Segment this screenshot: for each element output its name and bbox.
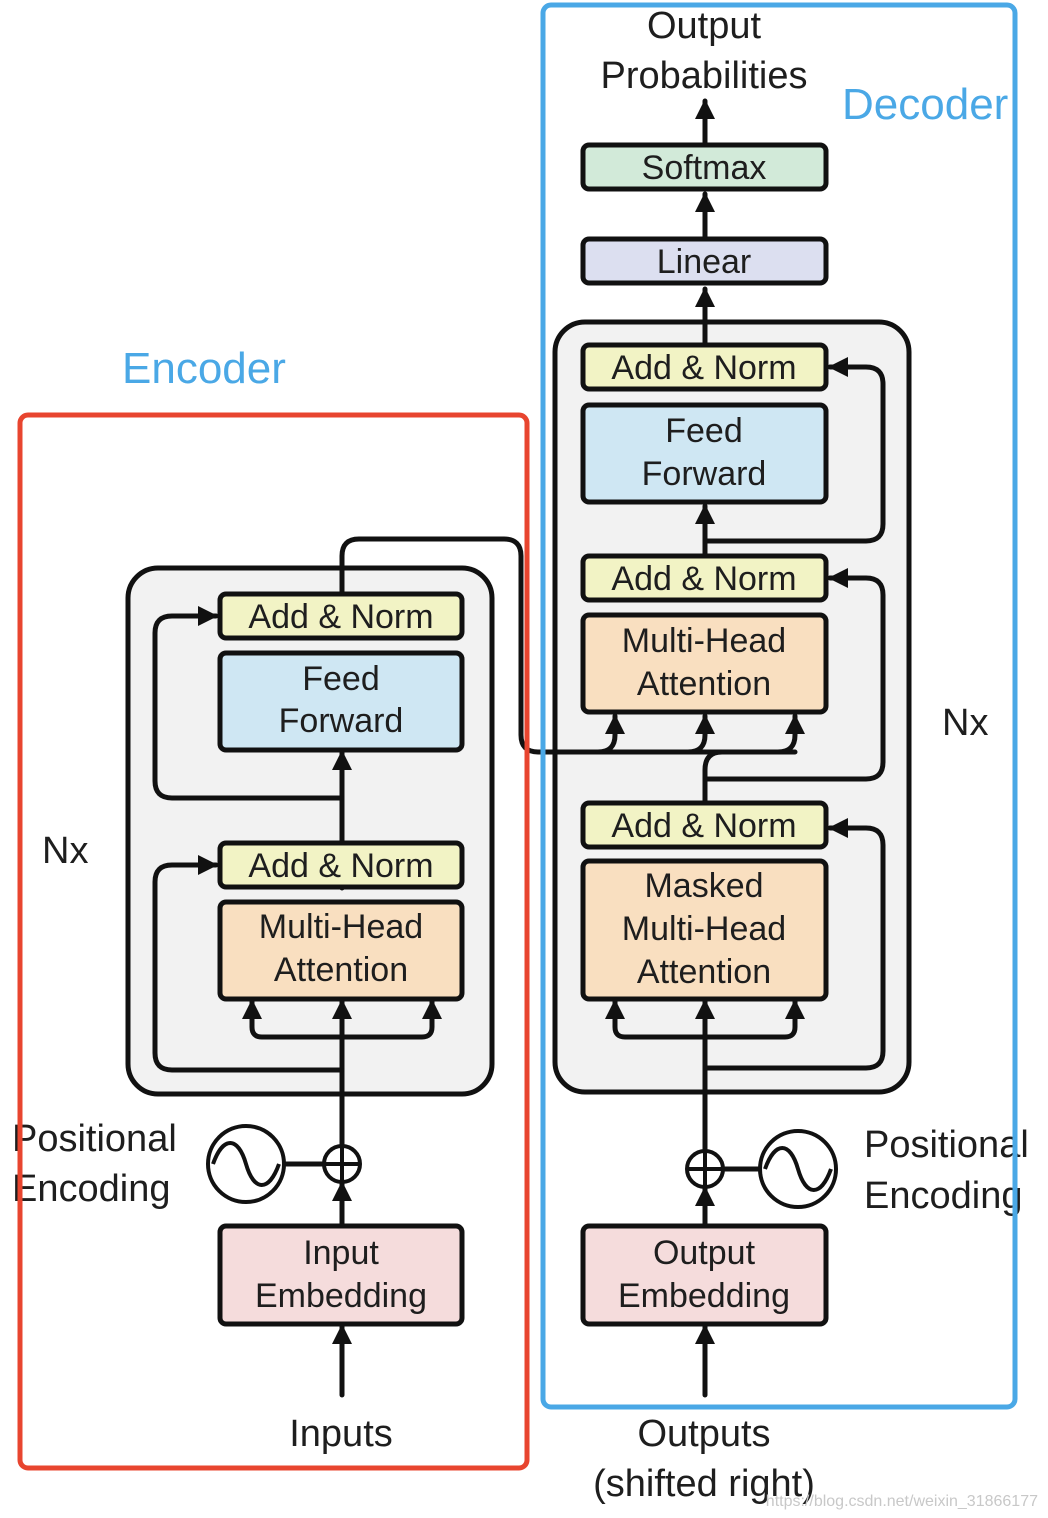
encoder-feed-forward: Feed Forward [217,650,465,753]
svg-text:Output: Output [653,1234,756,1272]
outputs-label-line1: Outputs [637,1413,770,1455]
decoder-softmax: Softmax [580,142,829,192]
encoder-positional-label-line2: Encoding [12,1168,170,1210]
encoder-stack-bg [125,565,495,1097]
outputs-label-line2: (shifted right) [593,1463,815,1505]
svg-text:Add & Norm: Add & Norm [611,807,796,845]
encoder-title: Encoder [122,344,286,393]
decoder-masked-multi-head-attention: Masked Multi-Head Attention [580,858,829,1002]
output-probabilities-line1: Output [647,5,762,47]
decoder-linear: Linear [580,236,829,286]
svg-text:Masked: Masked [644,867,763,905]
svg-text:Feed: Feed [302,660,380,698]
svg-text:Attention: Attention [637,953,771,991]
decoder-title: Decoder [842,80,1008,129]
svg-text:Linear: Linear [657,243,752,281]
svg-text:Embedding: Embedding [618,1277,790,1315]
encoder-multi-head-attention: Multi-Head Attention [217,899,465,1002]
decoder-wires [605,98,886,1398]
watermark: https://blog.csdn.net/weixin_31866177 [766,1493,1038,1510]
encoder-positional-wave-icon [206,1124,286,1204]
svg-text:Add & Norm: Add & Norm [611,560,796,598]
svg-text:Multi-Head: Multi-Head [259,908,423,946]
decoder-positional-wave-icon [758,1129,838,1209]
input-embedding: Input Embedding [217,1223,465,1327]
encoder-add-norm-top: Add & Norm [217,591,465,641]
encoder-add-node-icon [322,1144,362,1184]
decoder-nx-label: Nx [942,702,988,744]
inputs-label: Inputs [289,1413,393,1455]
svg-text:Feed: Feed [665,412,743,450]
svg-text:Forward: Forward [642,455,767,493]
output-embedding: Output Embedding [580,1223,829,1327]
svg-text:Input: Input [303,1234,379,1272]
decoder-add-node-icon [685,1149,725,1189]
decoder-add-norm-middle: Add & Norm [580,553,829,603]
decoder-add-norm-top: Add & Norm [580,342,829,392]
decoder-frame [540,2,1018,1410]
svg-text:Add & Norm: Add & Norm [248,598,433,636]
decoder-feed-forward: Feed Forward [580,402,829,505]
decoder-add-norm-bottom: Add & Norm [580,800,829,850]
encoder-positional-label-line1: Positional [12,1118,177,1160]
output-probabilities-line2: Probabilities [601,55,808,97]
svg-text:Embedding: Embedding [255,1277,427,1315]
svg-text:Multi-Head: Multi-Head [622,622,786,660]
decoder-positional-label-line1: Positional [864,1124,1029,1166]
decoder-multi-head-attention: Multi-Head Attention [580,612,829,715]
encoder-add-norm-bottom: Add & Norm [217,840,465,890]
decoder-positional-label-line2: Encoding [864,1175,1022,1217]
encoder-nx-label: Nx [42,830,88,872]
svg-text:Forward: Forward [279,702,404,740]
svg-text:Add & Norm: Add & Norm [248,847,433,885]
svg-text:Add & Norm: Add & Norm [611,349,796,387]
encoder-frame [17,412,530,1471]
svg-text:Attention: Attention [274,951,408,989]
svg-text:Multi-Head: Multi-Head [622,910,786,948]
svg-text:Softmax: Softmax [642,149,767,187]
svg-text:Attention: Attention [637,665,771,703]
